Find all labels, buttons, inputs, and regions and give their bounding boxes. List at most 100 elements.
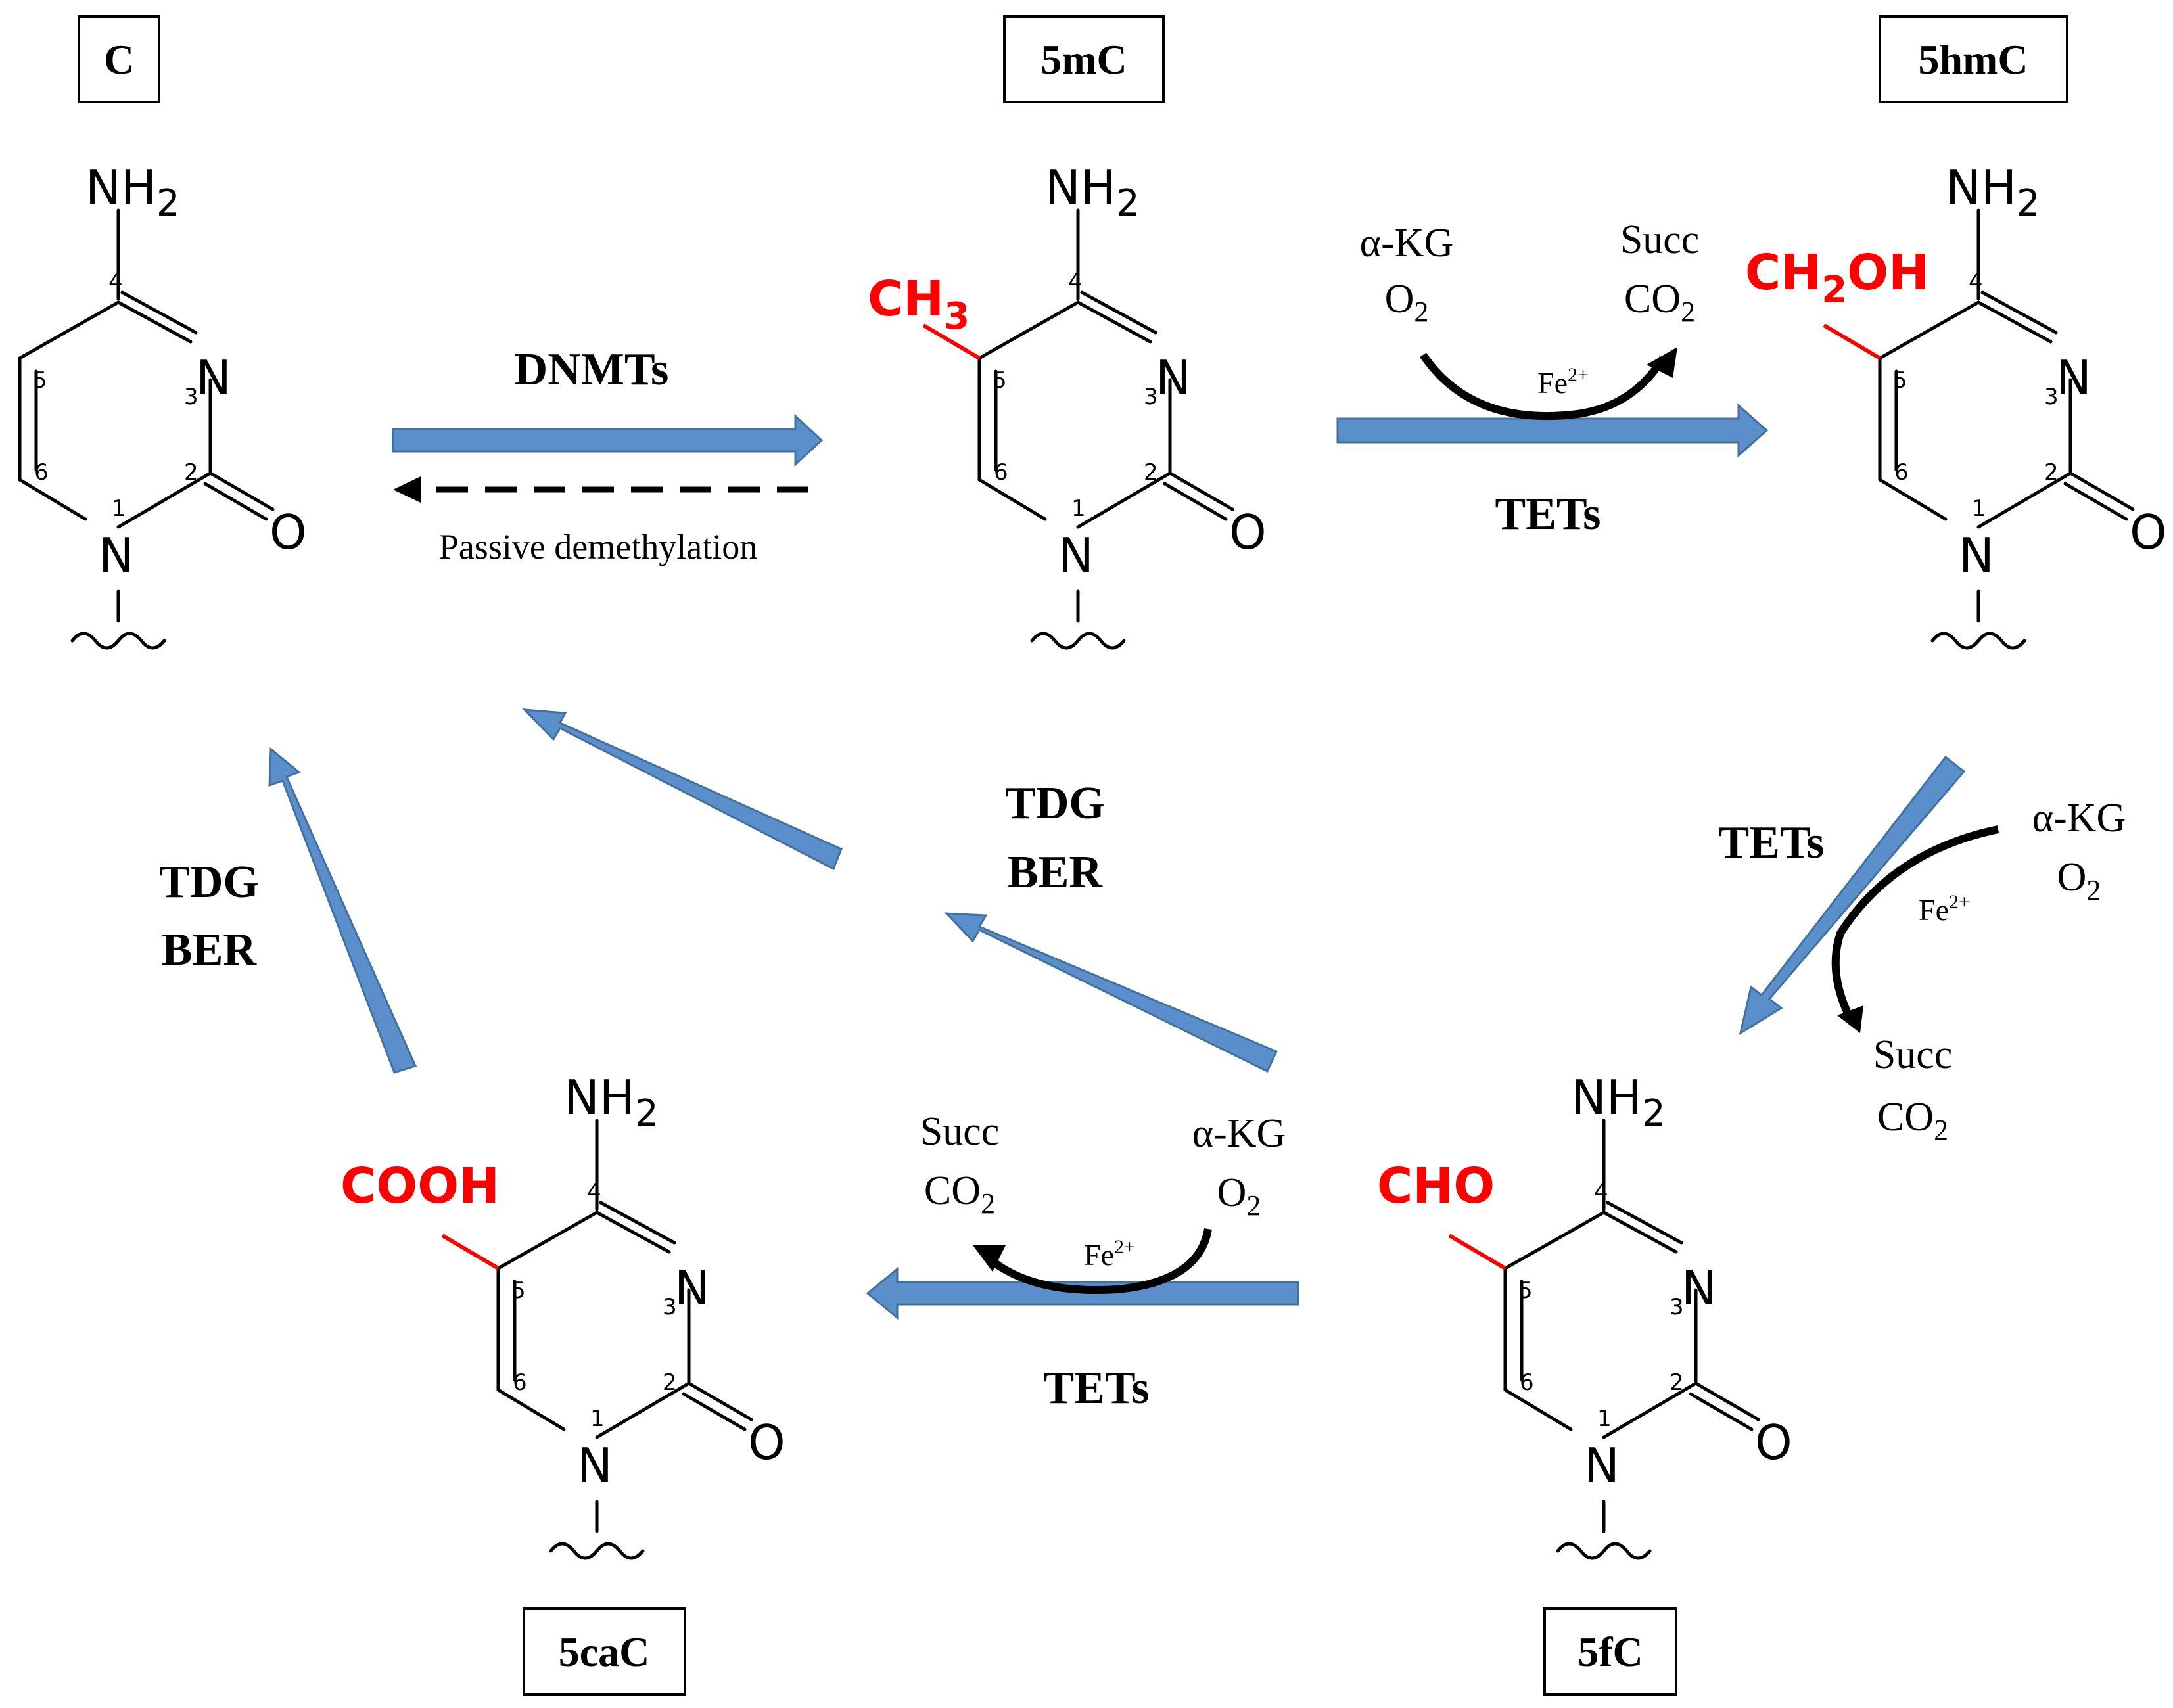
cofactor-fe-bottom: Fe2+ — [1084, 1236, 1135, 1272]
arrow-passive-demethylation — [393, 476, 808, 503]
cofactor-succ-top: Succ — [1620, 218, 1700, 262]
svg-text:3: 3 — [2044, 384, 2059, 410]
svg-text:4: 4 — [1594, 1179, 1608, 1205]
enzyme-tets-right: TETs — [1719, 818, 1825, 868]
svg-text:3: 3 — [1670, 1294, 1684, 1320]
svg-text:N: N — [1058, 528, 1094, 583]
svg-text:1: 1 — [1972, 496, 1986, 522]
arrow-tets-5hmc-5fc — [1739, 755, 1966, 1036]
svg-text:5hmC: 5hmC — [1918, 36, 2028, 83]
curved-arrow-5fc-5cac — [973, 1228, 1212, 1295]
molecule-5cac: COOH NH2 N O N 4 5 3 2 1 6 — [340, 1070, 785, 1558]
svg-text:1: 1 — [112, 496, 126, 522]
label-5mc: 5mC — [1003, 15, 1165, 103]
svg-text:1: 1 — [590, 1406, 605, 1432]
svg-text:2: 2 — [184, 459, 199, 486]
svg-text:N: N — [674, 1260, 710, 1316]
svg-text:5mC: 5mC — [1040, 36, 1127, 83]
svg-text:O: O — [748, 1415, 785, 1470]
methyl-group: CH3 — [868, 271, 970, 338]
atom-o: O — [269, 505, 307, 560]
cofactor-succ-right: Succ — [1873, 1032, 1953, 1077]
svg-text:4: 4 — [587, 1179, 601, 1205]
arrow-tdg-5cac-c — [268, 747, 417, 1074]
svg-text:3: 3 — [663, 1294, 677, 1320]
svg-text:O: O — [1755, 1415, 1792, 1470]
amino-group: NH2 — [1045, 160, 1140, 225]
svg-text:O: O — [2130, 505, 2167, 560]
arrow-tdg-5fc-c-upper — [522, 708, 843, 871]
svg-text:5: 5 — [33, 367, 47, 394]
svg-text:5fC: 5fC — [1577, 1628, 1643, 1675]
cofactor-succ-bottom: Succ — [920, 1109, 1000, 1154]
svg-text:2: 2 — [2044, 459, 2059, 486]
cofactor-akg-top: α-KG — [1360, 221, 1454, 265]
enzyme-ber-left: BER — [162, 925, 257, 975]
cofactor-o2-bottom: O2 — [1217, 1170, 1261, 1222]
svg-text:2: 2 — [1144, 459, 1158, 486]
cofactor-co2-right: CO2 — [1877, 1095, 1948, 1146]
svg-text:4: 4 — [1068, 269, 1083, 295]
arrow-tdg-5fc-c-lower — [944, 912, 1278, 1073]
svg-text:N: N — [1681, 1260, 1717, 1316]
enzyme-tets-top: TETs — [1495, 489, 1601, 540]
svg-text:N: N — [2056, 350, 2091, 405]
svg-text:6: 6 — [1520, 1370, 1534, 1396]
enzyme-tets-bottom: TETs — [1044, 1363, 1150, 1414]
hydroxymethyl-group: CH2OH — [1745, 244, 1929, 312]
enzyme-ber-center: BER — [1008, 847, 1103, 898]
svg-text:4: 4 — [1969, 269, 1983, 295]
svg-text:5caC: 5caC — [559, 1628, 650, 1675]
enzyme-tdg-left: TDG — [159, 857, 259, 908]
enzyme-dnmts: DNMTs — [515, 344, 669, 395]
svg-text:2: 2 — [663, 1370, 677, 1396]
arrow-tets-5mc-5hmc — [1336, 403, 1769, 458]
cofactor-o2-right: O2 — [2057, 855, 2101, 906]
atom-n3: N — [196, 350, 231, 405]
molecule-cytosine: NH2 N O N 4 5 3 2 1 6 — [20, 160, 307, 648]
svg-text:1: 1 — [1597, 1406, 1612, 1432]
arrow-dnmts — [392, 413, 824, 467]
enzyme-tdg-center: TDG — [1005, 778, 1105, 829]
cofactor-akg-bottom: α-KG — [1192, 1111, 1286, 1156]
formyl-group: CHO — [1377, 1158, 1495, 1214]
amino-group: NH2 — [1571, 1070, 1666, 1135]
cofactor-fe-top: Fe2+ — [1537, 364, 1589, 400]
svg-text:1: 1 — [1071, 496, 1086, 522]
label-5hmc: 5hmC — [1879, 15, 2068, 103]
cofactor-fe-right: Fe2+ — [1919, 891, 1970, 927]
svg-text:6: 6 — [1894, 459, 1909, 486]
cofactor-akg-right: α-KG — [2032, 796, 2126, 841]
svg-text:5: 5 — [993, 367, 1007, 394]
carboxyl-group: COOH — [340, 1158, 500, 1214]
curved-arrow-5hmc-5fc — [1831, 825, 1999, 1033]
svg-text:4: 4 — [108, 269, 123, 295]
passive-demethylation-label: Passive demethylation — [439, 527, 757, 566]
svg-text:2: 2 — [1670, 1370, 1684, 1396]
amino-group: NH2 — [1946, 160, 2040, 225]
svg-text:N: N — [1959, 528, 1994, 583]
svg-text:6: 6 — [34, 459, 49, 486]
molecule-5fc: CHO NH2 N O N 4 5 3 2 1 6 — [1377, 1070, 1792, 1558]
label-c: C — [78, 15, 160, 103]
svg-text:C: C — [104, 36, 134, 83]
svg-text:5: 5 — [1893, 367, 1907, 394]
svg-text:O: O — [1229, 505, 1267, 560]
svg-text:6: 6 — [994, 459, 1008, 486]
svg-text:N: N — [1156, 350, 1191, 405]
cofactor-o2-top: O2 — [1385, 277, 1429, 328]
amino-group: NH2 — [564, 1070, 659, 1135]
svg-text:3: 3 — [184, 384, 199, 410]
curved-arrow-5mc-5hmc — [1420, 347, 1677, 421]
atom-n1: N — [99, 528, 134, 583]
svg-text:5: 5 — [1518, 1278, 1533, 1304]
label-5fc: 5fC — [1543, 1607, 1677, 1696]
svg-text:6: 6 — [513, 1370, 527, 1396]
cofactor-co2-top: CO2 — [1624, 277, 1695, 328]
molecule-5mc: CH3 NH2 N O N 4 5 3 2 1 6 — [868, 160, 1267, 648]
amino-group: NH2 — [85, 160, 180, 225]
svg-text:N: N — [577, 1438, 613, 1493]
svg-text:N: N — [1584, 1438, 1620, 1493]
svg-text:5: 5 — [511, 1278, 526, 1304]
